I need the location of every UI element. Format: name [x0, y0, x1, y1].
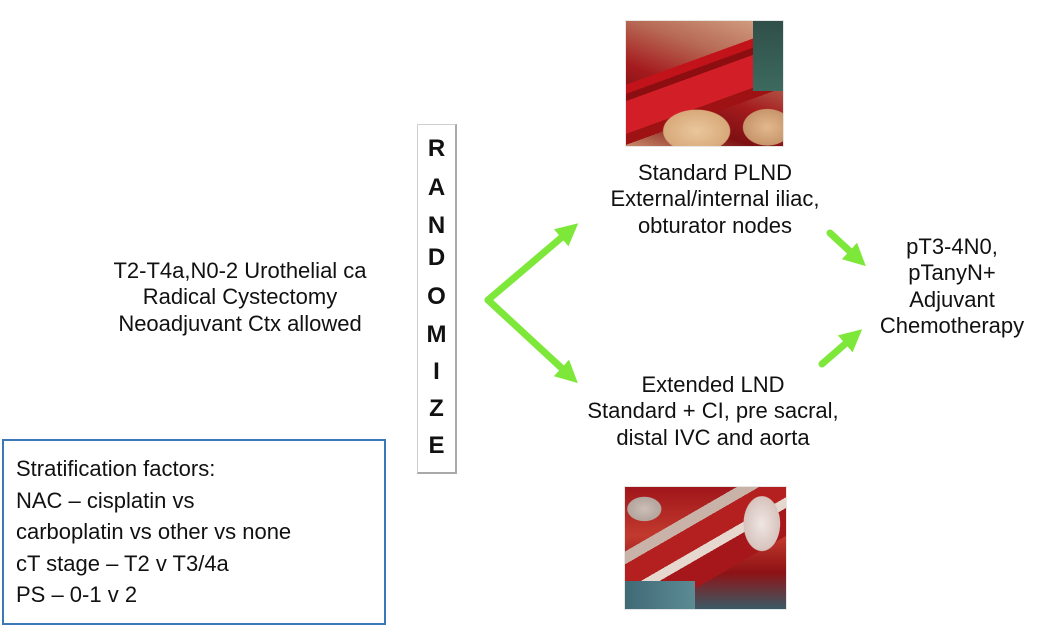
arrow-extended-to-adjuvant	[818, 329, 863, 368]
stratification-line: carboplatin vs other vs none	[16, 519, 292, 544]
eligibility-criteria: T2-T4a,N0-2 Urothelial ca Radical Cystec…	[70, 258, 410, 337]
adjuvant-line: Adjuvant	[909, 286, 995, 312]
stratification-line: NAC – cisplatin vs	[16, 487, 195, 513]
arrow-to-standard	[484, 223, 579, 304]
extended-lnd-arm: Extended LND Standard + CI, pre sacral, …	[548, 372, 878, 451]
eligibility-line: Radical Cystectomy	[142, 284, 338, 310]
randomize-letter: N	[427, 212, 446, 239]
randomize-letter: R	[427, 135, 446, 162]
randomize-letter: I	[433, 358, 440, 385]
eligibility-line: Neoadjuvant Ctx allowed	[118, 310, 362, 336]
standard-arm-line: External/internal iliac,	[610, 186, 820, 212]
standard-plnd-arm: Standard PLND External/internal iliac, o…	[560, 160, 870, 239]
eligibility-line: T2-T4a,N0-2 Urothelial ca	[113, 258, 367, 283]
adjuvant-line: Chemotherapy	[879, 313, 1025, 339]
surgical-photo-extended-lnd	[624, 486, 787, 610]
stratification-line: Stratification factors:	[16, 456, 216, 481]
arrow-to-extended	[484, 296, 578, 384]
adjuvant-line: pT3-4N0,	[906, 234, 998, 259]
stratification-line: PS – 0-1 v 2	[16, 582, 138, 607]
randomize-letter: A	[427, 174, 446, 201]
randomize-letter: M	[426, 321, 447, 348]
standard-arm-line: Standard PLND	[637, 160, 793, 185]
randomize-letter: E	[428, 432, 445, 459]
adjuvant-chemotherapy: pT3-4N0, pTanyN+ Adjuvant Chemotherapy	[862, 234, 1042, 340]
extended-arm-line: Standard + CI, pre sacral,	[587, 398, 839, 424]
adjuvant-line: pTanyN+	[908, 260, 996, 286]
standard-arm-line: obturator nodes	[637, 212, 793, 238]
stratification-line: cT stage – T2 v T3/4a	[16, 550, 229, 576]
stratification-factors-box: Stratification factors: NAC – cisplatin …	[2, 439, 386, 625]
randomize-letter: Z	[429, 395, 444, 422]
randomize-letter: O	[427, 283, 446, 310]
randomize-box: R A N D O M I Z E	[417, 124, 457, 474]
extended-arm-line: Extended LND	[641, 372, 785, 397]
randomize-letter: D	[427, 244, 446, 271]
surgical-photo-standard-plnd	[625, 20, 784, 147]
extended-arm-line: distal IVC and aorta	[616, 424, 810, 450]
